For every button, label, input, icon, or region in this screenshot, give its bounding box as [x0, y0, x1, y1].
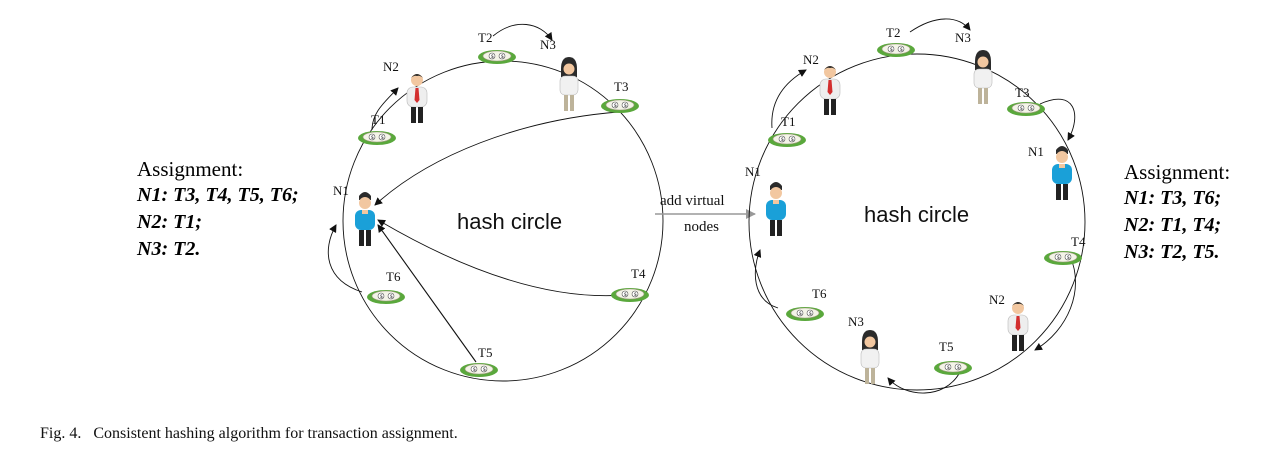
- left-t1-label: T1: [371, 112, 385, 127]
- right-t2-label: T2: [886, 25, 900, 40]
- left-arrow-t4-n1: [377, 219, 626, 297]
- left-n2-label: N2: [383, 59, 399, 74]
- left-n3-person-icon: [559, 56, 579, 112]
- right-arrow-t6-n1: [753, 249, 779, 309]
- right-t6-label: T6: [812, 286, 827, 301]
- right-assignment-line: N3: T2, T5.: [1124, 241, 1220, 263]
- left-t4-label: T4: [631, 266, 646, 281]
- right-t3-label: T3: [1015, 85, 1029, 100]
- left-assignment-line: N3: T2.: [137, 238, 201, 260]
- left-t5-money-icon: [459, 362, 499, 378]
- right-t1-label: T1: [781, 114, 795, 129]
- right-arrow-t2-n3: [909, 18, 971, 33]
- right-t2-money-icon: [876, 42, 916, 58]
- left-arrow-t6-n1: [327, 224, 363, 293]
- right-t4-money-icon: [1043, 250, 1083, 266]
- right-assignment: Assignment: N1: T3, T6; N2: T1, T4; N3: …: [1124, 159, 1230, 266]
- right-hash-circle-label: hash circle: [864, 202, 969, 227]
- left-t4-money-icon: [610, 287, 650, 303]
- right-t4-label: T4: [1071, 234, 1086, 249]
- left-t5-label: T5: [478, 345, 492, 360]
- right-assignment-title: Assignment:: [1124, 160, 1231, 184]
- left-arrow-t1-n2: [371, 87, 399, 131]
- right-n2-virtual-label: N2: [989, 292, 1005, 307]
- left-t3-label: T3: [614, 79, 628, 94]
- right-n1-label: N1: [745, 164, 761, 179]
- right-arrow-t5-n3: [887, 371, 961, 394]
- right-n1-person-icon: [766, 182, 786, 236]
- left-ring-group: T1 T2 T3 T4 T5 T6 N1 N2 N3 hash circle: [327, 23, 664, 382]
- add-virtual-nodes-line1: add virtual: [660, 193, 725, 209]
- right-t1-money-icon: [767, 132, 807, 148]
- left-t2-money-icon: [477, 49, 517, 65]
- right-n3-virtual-label: N3: [848, 314, 864, 329]
- figure-caption: Fig. 4. Consistent hashing algorithm for…: [40, 425, 458, 442]
- left-n1-person-icon: [355, 192, 375, 246]
- left-arrow-t3-n1: [374, 111, 619, 206]
- right-n1-virtual-label: N1: [1028, 144, 1044, 159]
- left-n3-label: N3: [540, 37, 556, 52]
- left-t6-money-icon: [366, 289, 406, 305]
- left-t1-money-icon: [357, 130, 397, 146]
- left-t6-label: T6: [386, 269, 401, 284]
- left-arrow-t2-n3: [492, 23, 553, 41]
- left-assignment-line: N1: T3, T4, T5, T6;: [137, 184, 299, 206]
- right-ring-group: T1 T2 T3 T4 T5 T6 N1 N2 N3 N1 N2 N3 hash…: [745, 18, 1086, 394]
- left-t2-label: T2: [478, 30, 492, 45]
- right-arrow-t4-n2: [1034, 255, 1076, 351]
- add-virtual-nodes-arrow: add virtual nodes: [655, 193, 756, 235]
- left-hash-circle-label: hash circle: [457, 209, 562, 234]
- left-arrow-t5-n1: [377, 224, 477, 363]
- right-hash-ring: [748, 53, 1086, 391]
- right-t5-money-icon: [933, 360, 973, 376]
- right-t5-label: T5: [939, 339, 953, 354]
- right-n3-label: N3: [955, 30, 971, 45]
- right-n2-person-icon: [819, 65, 841, 116]
- right-t3-money-icon: [1006, 101, 1046, 117]
- right-assignment-line: N1: T3, T6;: [1124, 187, 1222, 209]
- left-t3-money-icon: [600, 98, 640, 114]
- left-assignment-line: N2: T1;: [137, 211, 202, 233]
- right-n2-virtual-person-icon: [1007, 301, 1029, 352]
- right-n2-label: N2: [803, 52, 819, 67]
- right-t6-money-icon: [785, 306, 825, 322]
- right-n3-person-icon: [973, 49, 993, 105]
- right-n1-virtual-person-icon: [1052, 146, 1072, 200]
- right-assignment-line: N2: T1, T4;: [1124, 214, 1222, 236]
- add-virtual-nodes-line2: nodes: [684, 219, 719, 235]
- left-assignment-title: Assignment:: [137, 157, 244, 181]
- left-n1-label: N1: [333, 183, 349, 198]
- right-n3-virtual-person-icon: [860, 329, 880, 385]
- right-arrow-t3-n1: [1039, 98, 1076, 141]
- right-arrow-t1-n2: [771, 69, 807, 129]
- left-assignment: Assignment: N1: T3, T4, T5, T6; N2: T1; …: [137, 156, 299, 263]
